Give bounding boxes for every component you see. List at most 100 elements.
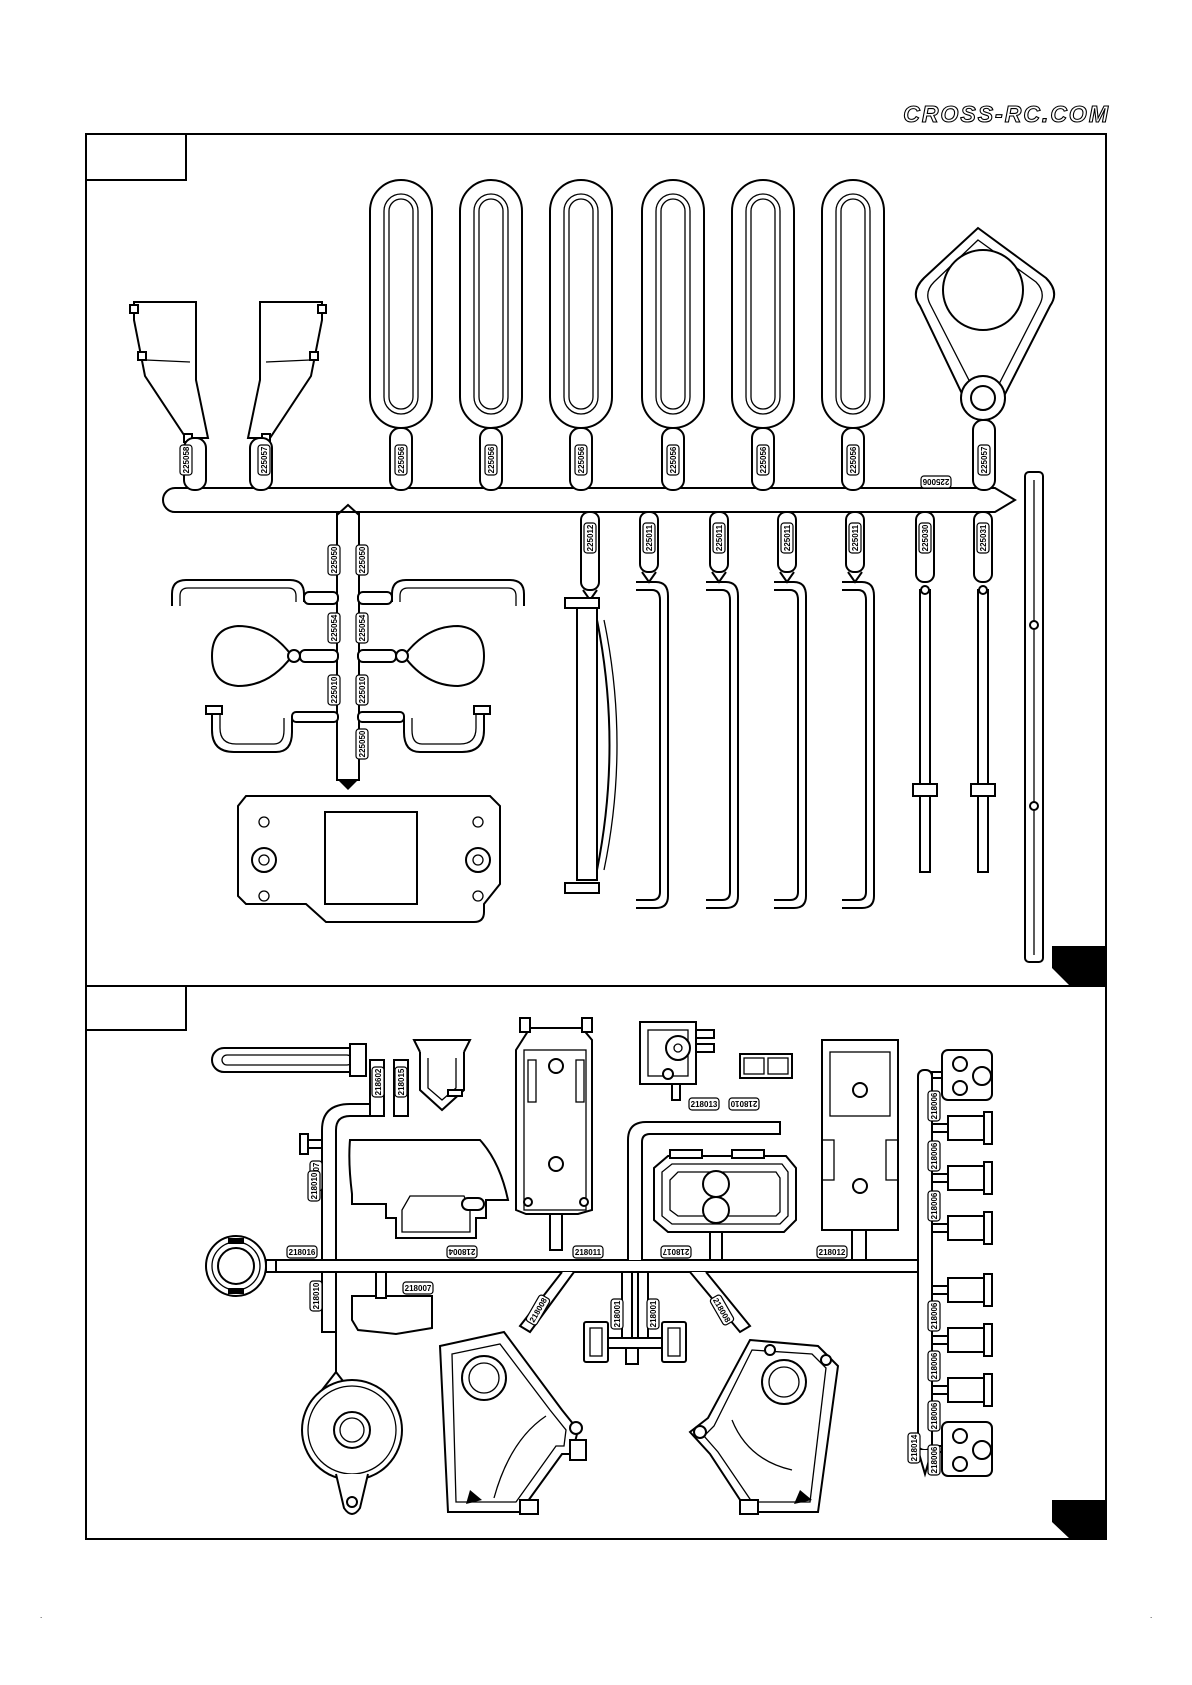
tag-top-14: 225011 — [848, 522, 862, 554]
svg-text:225056: 225056 — [487, 446, 496, 473]
main-runner — [162, 487, 1017, 513]
svg-text:218017: 218017 — [662, 1247, 689, 1256]
pin-parts — [912, 585, 996, 873]
svg-text:225056: 225056 — [577, 446, 586, 473]
svg-text:225011: 225011 — [783, 524, 792, 551]
double-box-part — [739, 1053, 793, 1079]
footer-mark-right: . — [1150, 1611, 1152, 1620]
gear-housing-right — [688, 1338, 840, 1515]
loop-part-5 — [731, 179, 795, 491]
curved-bar-part — [564, 597, 618, 894]
bottom-main-runner — [269, 1259, 926, 1273]
svg-text:225050: 225050 — [358, 730, 367, 757]
svg-text:218006: 218006 — [930, 1142, 939, 1169]
tag-top-3: 225056 — [484, 444, 498, 476]
tag-bottom-12: 218006 — [927, 1140, 941, 1172]
svg-text:225050: 225050 — [358, 546, 367, 573]
svg-text:225006: 225006 — [922, 477, 949, 486]
svg-text:218010: 218010 — [312, 1282, 321, 1309]
svg-text:225050: 225050 — [330, 546, 339, 573]
tag-top-15: 225030 — [918, 522, 932, 554]
tag-bottom-7: 218012 — [816, 1245, 848, 1259]
loop-part-2 — [459, 179, 523, 491]
svg-text:225057: 225057 — [260, 446, 269, 473]
svg-text:225056: 225056 — [849, 446, 858, 473]
tag-top-2: 225056 — [394, 444, 408, 476]
svg-text:225056: 225056 — [397, 446, 406, 473]
handle-parts — [171, 579, 525, 606]
tag-top-10: 225012 — [583, 522, 597, 554]
svg-text:218001: 218001 — [613, 1300, 622, 1327]
svg-text:218010: 218010 — [310, 1172, 319, 1199]
cone-part-left — [129, 301, 210, 491]
bottom-sprue: 218602 218015 218007 218016 218004 21801… — [205, 1017, 993, 1515]
top-sprue: 225058 225057 225056 225056 225056 22505… — [129, 179, 1056, 963]
tag-bottom-10: 218010 — [309, 1280, 323, 1312]
loop-part-3 — [549, 179, 613, 491]
svg-text:218602: 218602 — [374, 1068, 383, 1095]
tag-bottom-13: 218006 — [927, 1190, 941, 1222]
corner-mark-top — [1052, 946, 1106, 986]
loop-part-6 — [821, 179, 885, 491]
tag-top-20: 225054 — [355, 612, 369, 644]
tag-bottom-17: 218006 — [927, 1444, 941, 1476]
loop-part-4 — [641, 179, 705, 491]
tag-top-12: 225011 — [712, 522, 726, 554]
tag-bottom-14: 218006 — [927, 1300, 941, 1332]
svg-text:218010: 218010 — [730, 1099, 757, 1108]
corner-mark-bottom — [1052, 1500, 1106, 1539]
svg-text:225010: 225010 — [358, 676, 367, 703]
tag-top-0: 225058 — [179, 444, 193, 476]
tag-bottom-5: 218011 — [572, 1245, 604, 1259]
tag-top-9: 225057 — [977, 444, 991, 476]
svg-text:218011: 218011 — [575, 1248, 602, 1257]
tag-bottom-0: 218602 — [371, 1066, 385, 1098]
tag-top-13: 225011 — [780, 522, 794, 554]
svg-text:218006: 218006 — [930, 1302, 939, 1329]
svg-text:225030: 225030 — [921, 524, 930, 551]
svg-text:225012: 225012 — [586, 524, 595, 551]
svg-text:225057: 225057 — [980, 446, 989, 473]
tag-top-8: 225006 — [920, 475, 952, 489]
svg-text:218006: 218006 — [930, 1092, 939, 1119]
tag-bottom-9: 218010 — [728, 1097, 760, 1111]
footer-mark-left: . — [40, 1611, 42, 1620]
tag-top-1: 225057 — [257, 444, 271, 476]
brand-logo: CROSS-RC.COM — [903, 101, 1110, 127]
svg-text:225058: 225058 — [182, 446, 191, 473]
svg-text:218007: 218007 — [405, 1284, 432, 1293]
tag-bottom-22: 218001 — [610, 1298, 624, 1330]
tag-bottom-15: 218006 — [927, 1350, 941, 1382]
tag-top-16: 225031 — [976, 522, 990, 554]
tag-top-18: 225050 — [355, 544, 369, 576]
svg-text:225054: 225054 — [330, 614, 339, 641]
svg-text:218006: 218006 — [930, 1402, 939, 1429]
tag-bottom-19: 218010 — [307, 1170, 321, 1202]
gear-tray-part — [653, 1149, 797, 1261]
tag-bottom-11: 218006 — [927, 1090, 941, 1122]
tag-bottom-1: 218015 — [394, 1066, 408, 1098]
tag-top-21: 225010 — [327, 674, 341, 706]
tag-bottom-4: 218004 — [446, 1245, 478, 1259]
svg-text:225056: 225056 — [759, 446, 768, 473]
tag-top-22: 225010 — [355, 674, 369, 706]
tag-top-19: 225054 — [327, 612, 341, 644]
svg-text:218006: 218006 — [930, 1352, 939, 1379]
cam-plate-part — [351, 1271, 433, 1336]
fork-part — [412, 1039, 472, 1112]
long-rod-part — [1024, 471, 1044, 963]
svg-text:218013: 218013 — [691, 1100, 718, 1109]
loop-handle-part — [211, 1043, 367, 1077]
svg-text:218006: 218006 — [930, 1446, 939, 1473]
svg-text:218001: 218001 — [649, 1300, 658, 1327]
servo-tray-part — [515, 1017, 593, 1251]
svg-text:218006: 218006 — [930, 1192, 939, 1219]
tag-bottom-8: 218013 — [688, 1097, 720, 1111]
tag-top-4: 225056 — [574, 444, 588, 476]
j-rod-parts — [636, 581, 875, 909]
svg-text:218016: 218016 — [289, 1248, 316, 1257]
gear-housing-left — [438, 1330, 587, 1515]
fitting-parts — [931, 1049, 993, 1477]
dome-cover-part — [348, 1139, 510, 1239]
